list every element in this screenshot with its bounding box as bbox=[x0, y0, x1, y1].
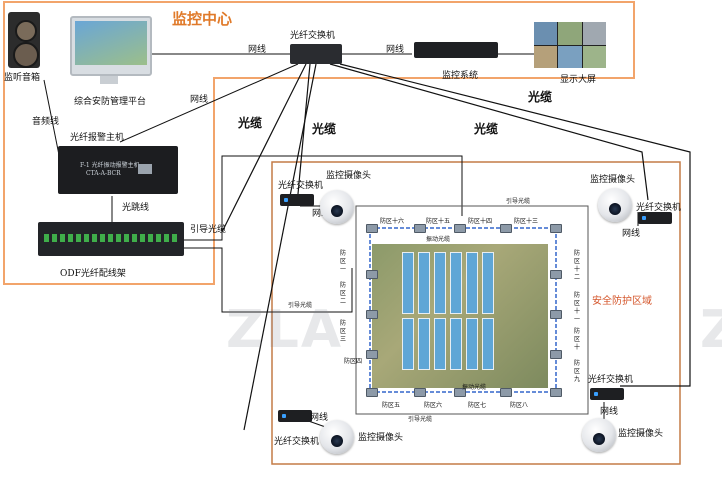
lead-fiber-label-bottom: 引导光缆 bbox=[408, 416, 433, 423]
alarm-host-label: 光纤报警主机 bbox=[70, 133, 125, 143]
zone-label-15: 防区十五 bbox=[426, 218, 451, 225]
fiber-node bbox=[550, 270, 562, 279]
monitor-center-frame bbox=[3, 1, 635, 285]
camera-label-tr: 监控摄像头 bbox=[590, 175, 636, 185]
fiber-node bbox=[550, 224, 562, 233]
zone-label-16: 防区十六 bbox=[380, 218, 405, 225]
camera-label-br: 监控摄像头 bbox=[618, 429, 664, 439]
zone-label-5: 防区五 bbox=[382, 402, 401, 409]
vibration-fiber-label-bottom: 振动光缆 bbox=[462, 384, 487, 391]
monitor-center-title: 监控中心 bbox=[172, 10, 233, 28]
link-label-network-br: 网线 bbox=[600, 407, 619, 417]
fiber-node bbox=[414, 224, 426, 233]
vibration-fiber-label-top: 振动光缆 bbox=[426, 236, 451, 243]
speaker-label: 监听音箱 bbox=[4, 73, 41, 83]
zone-label-1: 防区一 bbox=[340, 250, 347, 273]
camera-icon-tr bbox=[598, 188, 632, 222]
fiber-label-3: 光缆 bbox=[474, 122, 499, 136]
fiber-switch-label-tr: 光纤交换机 bbox=[636, 203, 682, 213]
security-area-label: 安全防护区域 bbox=[592, 296, 652, 307]
link-label-network-3: 网线 bbox=[190, 95, 209, 105]
camera-label-tl: 监控摄像头 bbox=[326, 171, 372, 181]
zone-label-10: 防区十 bbox=[574, 328, 581, 351]
big-screen-label: 显示大屏 bbox=[560, 75, 597, 85]
fiber-label-2: 光缆 bbox=[312, 122, 337, 136]
fiber-switch-icon-br bbox=[590, 388, 624, 400]
zone-label-9: 防区九 bbox=[574, 360, 581, 383]
fiber-node bbox=[550, 350, 562, 359]
zone-label-11: 防区十一 bbox=[574, 292, 581, 323]
fiber-switch-icon-tr bbox=[638, 212, 672, 224]
alarm-host-icon: F-1 光纤振动报警主机 CTA-A-BCR bbox=[58, 146, 178, 194]
core-switch-icon bbox=[290, 44, 342, 64]
fiber-node bbox=[366, 350, 378, 359]
zone-label-7: 防区七 bbox=[468, 402, 487, 409]
link-label-network-1: 网线 bbox=[248, 45, 267, 55]
camera-label-bl: 监控摄像头 bbox=[358, 433, 404, 443]
fiber-switch-label-bl: 光纤交换机 bbox=[274, 437, 320, 447]
odf-icon bbox=[38, 222, 184, 256]
odf-label: ODF光纤配线架 bbox=[60, 269, 126, 279]
platform-label: 综合安防管理平台 bbox=[74, 97, 147, 107]
lead-fiber-label-left: 引导光缆 bbox=[288, 302, 313, 309]
zone-label-4: 防区四 bbox=[344, 358, 363, 365]
speaker-icon bbox=[8, 12, 40, 68]
zone-label-13: 防区十三 bbox=[514, 218, 539, 225]
fiber-switch-label-br: 光纤交换机 bbox=[588, 375, 634, 385]
zone-label-6: 防区六 bbox=[424, 402, 443, 409]
security-area-frame bbox=[271, 161, 681, 465]
link-label-network-bl: 网线 bbox=[310, 413, 329, 423]
lead-fiber-label-top: 引导光缆 bbox=[506, 198, 531, 205]
zone-label-8: 防区八 bbox=[510, 402, 529, 409]
fiber-node bbox=[414, 388, 426, 397]
zone-label-3: 防区三 bbox=[340, 320, 347, 343]
link-label-network-2: 网线 bbox=[386, 45, 405, 55]
fiber-node bbox=[454, 388, 466, 397]
zone-label-12: 防区十二 bbox=[574, 250, 581, 281]
fiber-switch-icon-tl bbox=[280, 194, 314, 206]
fiber-switch-label-tl: 光纤交换机 bbox=[278, 181, 324, 191]
computer-icon bbox=[70, 16, 152, 76]
fiber-label-1: 光缆 bbox=[238, 116, 263, 130]
fiber-node bbox=[366, 270, 378, 279]
camera-icon-bl bbox=[320, 420, 354, 454]
video-wall-icon bbox=[534, 22, 606, 68]
camera-icon-tl bbox=[320, 190, 354, 224]
fiber-node bbox=[366, 224, 378, 233]
core-switch-label: 光纤交换机 bbox=[290, 31, 336, 41]
monitor-system-label: 监控系统 bbox=[442, 71, 479, 81]
watermark-right: Z bbox=[700, 300, 722, 360]
link-label-network-tr: 网线 bbox=[622, 229, 641, 239]
fiber-node bbox=[366, 310, 378, 319]
fiber-node bbox=[500, 224, 512, 233]
fiber-node bbox=[550, 310, 562, 319]
zone-label-2: 防区二 bbox=[340, 282, 347, 305]
fiber-node bbox=[366, 388, 378, 397]
fiber-switch-icon-bl bbox=[278, 410, 312, 422]
monitor-system-icon bbox=[414, 42, 498, 58]
link-label-lead-1: 引导光缆 bbox=[190, 225, 227, 235]
alarm-host-panel-line2: CTA-A-BCR bbox=[86, 170, 121, 177]
link-label-audio: 音频线 bbox=[32, 117, 60, 127]
alarm-host-panel-line1: F-1 光纤振动报警主机 bbox=[80, 162, 140, 169]
fiber-label-4: 光缆 bbox=[528, 90, 553, 104]
fiber-node bbox=[550, 388, 562, 397]
camera-icon-br bbox=[582, 418, 616, 452]
link-label-jumper: 光跳线 bbox=[122, 203, 150, 213]
facility-aerial-image bbox=[372, 244, 548, 388]
zone-label-14: 防区十四 bbox=[468, 218, 493, 225]
watermark-left: ZLA bbox=[226, 300, 344, 360]
fiber-node bbox=[500, 388, 512, 397]
fiber-node bbox=[454, 224, 466, 233]
